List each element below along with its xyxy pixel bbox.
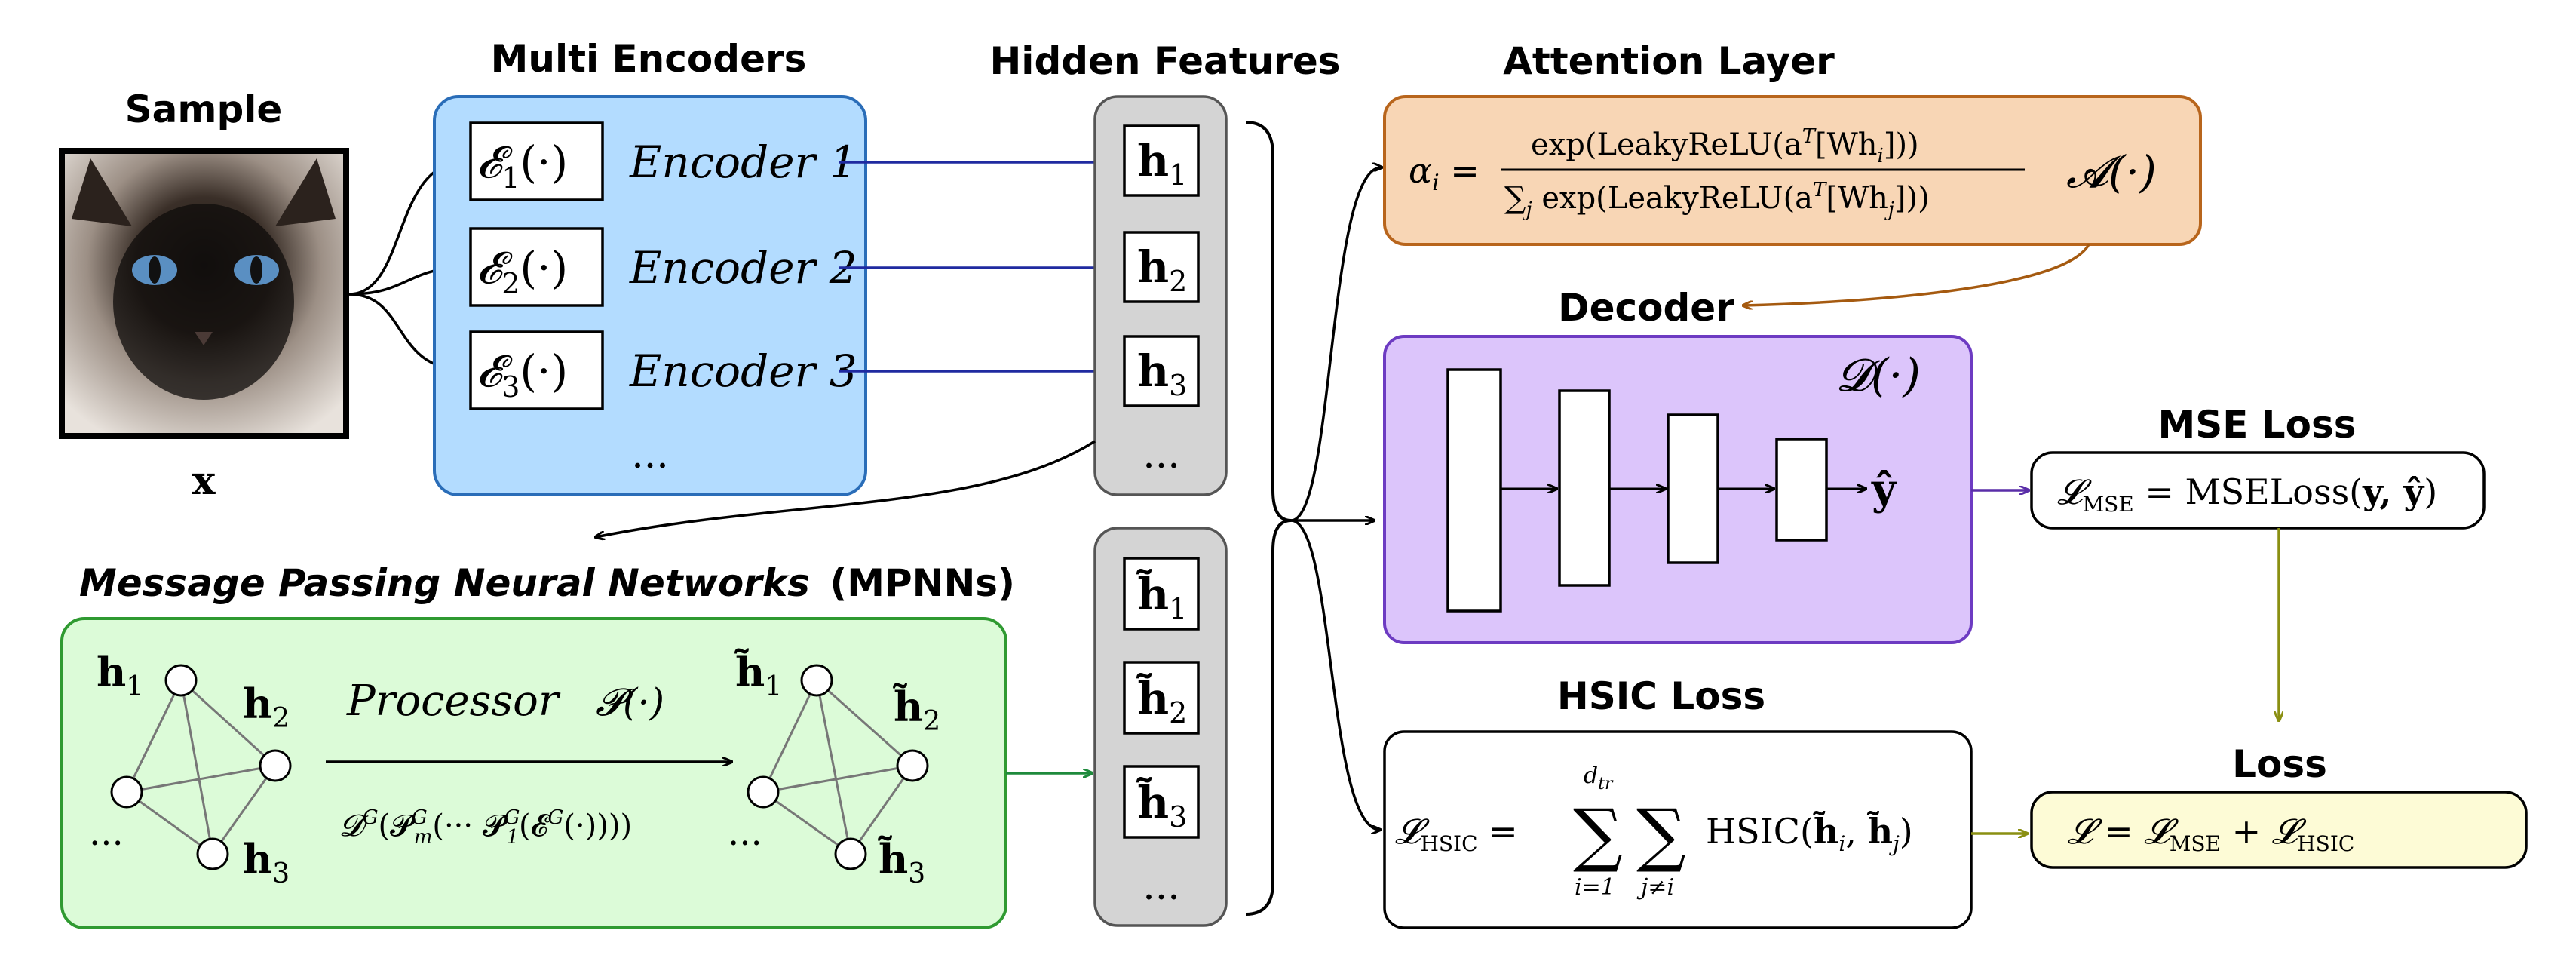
sample-variable: x [192,458,216,504]
svg-text:h̃1: h̃1 [1136,568,1188,625]
svg-text:HSIC(h̃i, h̃j): HSIC(h̃i, h̃j) [1706,811,1913,856]
mpnn-input-graph: h1 h2 h3 ... [89,648,292,889]
total-loss-box [2030,791,2528,869]
svg-text:∑j exp(LeakyReLU(aT[Whj])): ∑j exp(LeakyReLU(aT[Whj])) [1504,179,1930,221]
svg-text:...: ... [728,812,762,854]
hidden-to-mpnn-arrow [596,440,1096,537]
svg-text:j≠i: j≠i [1636,874,1674,901]
decoder-layers [1446,368,1828,613]
feature-brace [1245,121,1292,916]
decoder-output: ŷ [1871,465,1897,514]
encoder-3-symbol: 𝓔3(·) [477,345,568,404]
attention-layer-title: Attention Layer [1503,39,1835,83]
mpnn-title-italic: Message Passing Neural Networks [79,561,810,605]
encoder-2-symbol: 𝓔2(·) [477,242,568,300]
svg-text:h̃2: h̃2 [893,683,940,737]
hidden-h1: h1 [1123,124,1200,197]
svg-text:h̃3: h̃3 [1136,776,1188,834]
encoder-1-symbol: 𝓔1(·) [477,137,568,195]
mse-loss-box [2030,451,2486,530]
brace-arrows [1290,167,1382,830]
hidden-ellipsis: ... [1142,432,1180,477]
encoders-ellipsis: ... [631,432,669,477]
svg-text:∑: ∑ [1573,794,1623,875]
svg-text:h̃2: h̃2 [1136,672,1188,729]
encoder-to-hidden-arrows [839,162,1120,371]
multi-encoders-title: Multi Encoders [491,37,807,81]
processor-operator: 𝓟(·) [596,680,664,724]
sample-title: Sample [125,88,283,131]
svg-text:αi =: αi = [1409,150,1480,196]
processed-h2: h̃2 [1123,661,1200,735]
hidden-h2: h2 [1123,231,1200,303]
svg-text:h3: h3 [1137,345,1187,402]
decoder-operator: 𝓓(·) [1836,349,1921,402]
svg-text:h2: h2 [1137,241,1187,298]
encoder-2-label: Encoder 2 [629,242,857,293]
hidden-h3: h3 [1123,335,1200,407]
svg-text:h̃3: h̃3 [878,835,925,889]
mpnn-title-abbrev: (MPNNs) [830,561,1015,605]
svg-text:∑: ∑ [1636,794,1686,875]
mpnn-output-graph: h̃1 h̃2 h̃3 ... [728,648,940,889]
processed-ellipsis: ... [1142,864,1180,909]
svg-text:h̃1: h̃1 [734,648,782,702]
mse-loss-formula: 𝓛MSE = MSELoss(y, ŷ) [2057,471,2437,517]
svg-text:h2: h2 [243,680,290,734]
decoder-title: Decoder [1558,286,1734,330]
loss-title: Loss [2232,742,2327,786]
processed-h3: h̃3 [1123,765,1200,839]
mpnn-title: Message Passing Neural Networks (MPNNs) [79,561,1015,605]
total-loss-formula: 𝓛 = 𝓛MSE + 𝓛HSIC [2068,811,2354,856]
svg-text:...: ... [89,812,124,854]
processor-label: Processor [346,677,561,726]
encoder-1-label: Encoder 1 [629,137,857,188]
hsic-loss-title: HSIC Loss [1557,674,1765,718]
encoder-2[interactable]: 𝓔2(·) Encoder 2 [469,227,857,307]
sample-image [59,148,349,439]
hidden-features-title: Hidden Features [989,39,1340,83]
attention-operator: 𝓐(·) [2066,146,2157,198]
processed-h1: h̃1 [1123,557,1200,631]
encoder-3-label: Encoder 3 [629,345,857,397]
hsic-loss-formula: 𝓛HSIC = ∑ dtr i=1 ∑ j≠i HSIC(h̃i, h̃j) [1395,763,1913,901]
svg-text:h1: h1 [1137,135,1187,192]
encoder-3[interactable]: 𝓔3(·) Encoder 3 [469,330,857,410]
hsic-loss-box [1383,730,1973,929]
mse-loss-title: MSE Loss [2157,403,2356,447]
svg-text:h1: h1 [97,648,143,702]
attention-to-decoder-arrow [1743,244,2090,305]
encoder-1[interactable]: 𝓔1(·) Encoder 1 [469,121,857,201]
svg-text:exp(LeakyReLU(aT[Whi])): exp(LeakyReLU(aT[Whi])) [1531,125,1919,167]
attention-formula: αi = exp(LeakyReLU(aT[Whi])) ∑j exp(Leak… [1409,125,2157,221]
svg-text:i=1: i=1 [1575,874,1615,901]
svg-text:h3: h3 [243,835,290,889]
svg-text:dtr: dtr [1584,763,1614,794]
